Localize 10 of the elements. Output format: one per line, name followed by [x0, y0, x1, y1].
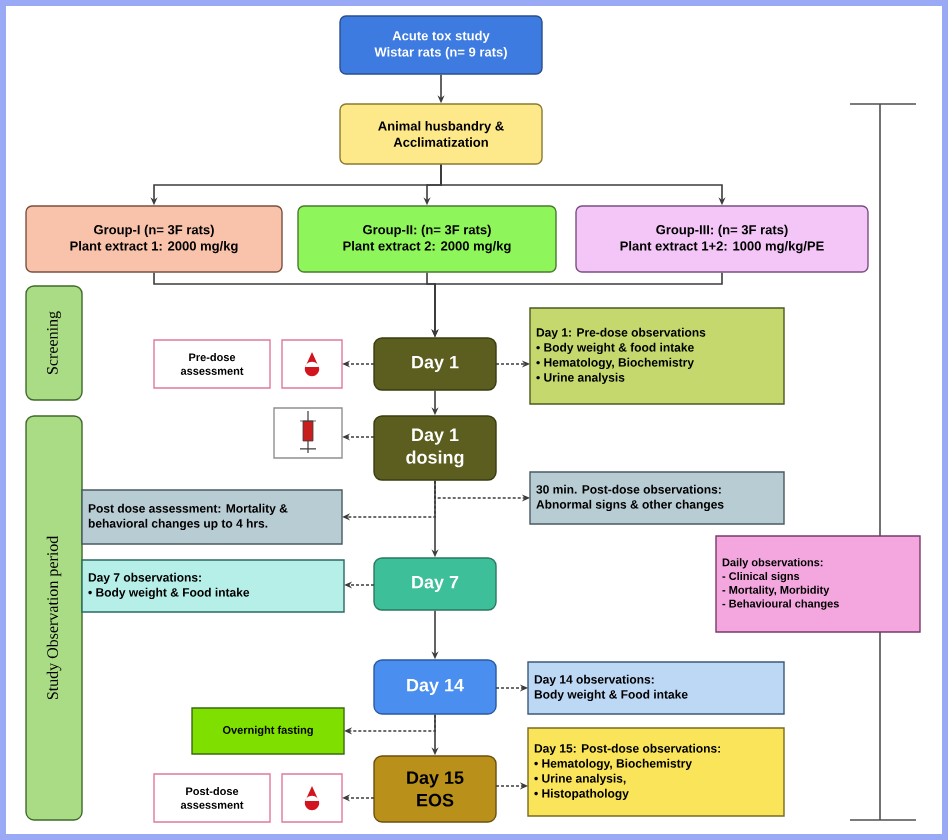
phase-band: Screening: [25, 285, 83, 401]
day-box: Day 7: [373, 557, 497, 611]
day-box: Day 1: [373, 337, 497, 391]
syringe-icon: [273, 407, 343, 459]
blood-drop-icon: [281, 773, 343, 823]
blood-drop-icon: [281, 339, 343, 389]
day-box: Day 1 dosing: [373, 415, 497, 481]
day-box: Day 14: [373, 659, 497, 715]
day-box: Day 15 EOS: [373, 755, 497, 823]
phase-band: Study Observation period: [25, 415, 83, 821]
